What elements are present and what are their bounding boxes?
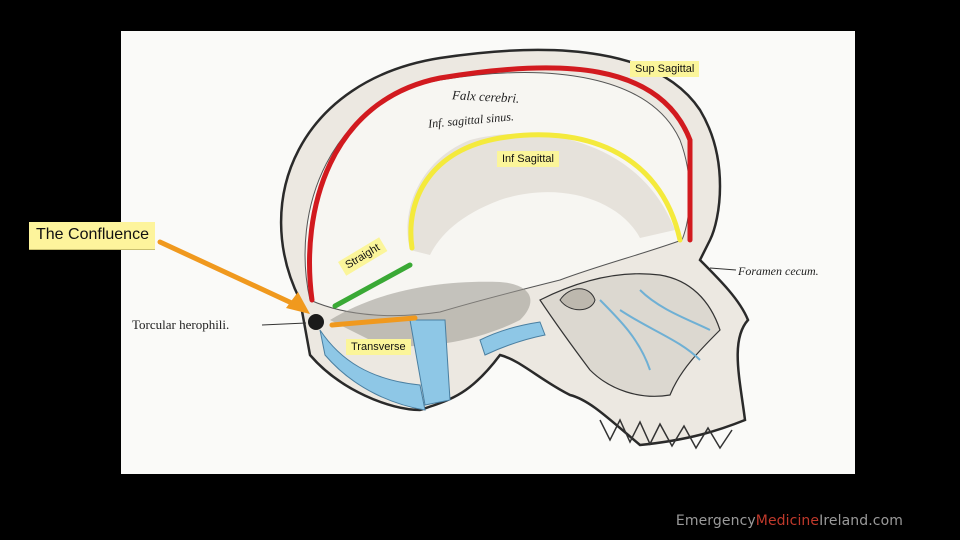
inf-sagittal-line (408, 132, 683, 251)
label-inf-sagittal: Inf Sagittal (497, 151, 559, 167)
petrosal-sinus-blue (479, 321, 546, 356)
label-the-confluence: The Confluence (29, 222, 155, 250)
falx-cerebri (407, 133, 675, 255)
straight-sinus-line (332, 262, 413, 309)
transverse-sinus-blue (319, 329, 426, 411)
confluence-point (308, 314, 324, 330)
foramen-pointer (709, 267, 737, 271)
confluence-arrowhead (286, 292, 310, 314)
confluence-arrow (157, 239, 299, 308)
sup-sagittal-line (307, 65, 693, 303)
annotation-torcular-herophili: Torcular herophili. (132, 317, 230, 332)
footer-part-medicine: Medicine (755, 513, 820, 529)
footer-credit: EmergencyMedicineIreland.com (676, 513, 903, 529)
transverse-sinus-line (329, 315, 418, 328)
tentorium (330, 281, 531, 347)
footer-part-emergency: Emergency (675, 513, 756, 529)
occipital-sinus-blue (409, 319, 451, 406)
label-sup-sagittal: Sup Sagittal (630, 61, 700, 77)
label-transverse: Transverse (346, 339, 411, 355)
facial-veins-blue (599, 289, 711, 371)
torcular-pointer (261, 322, 307, 326)
teeth (599, 418, 733, 450)
annotation-falx-cerebri: Falx cerebri. (451, 87, 520, 106)
footer-part-ireland: Ireland.com (819, 513, 903, 529)
orbit (559, 288, 596, 311)
annotation-foramen-cecum: Foramen cecum. (738, 264, 819, 278)
